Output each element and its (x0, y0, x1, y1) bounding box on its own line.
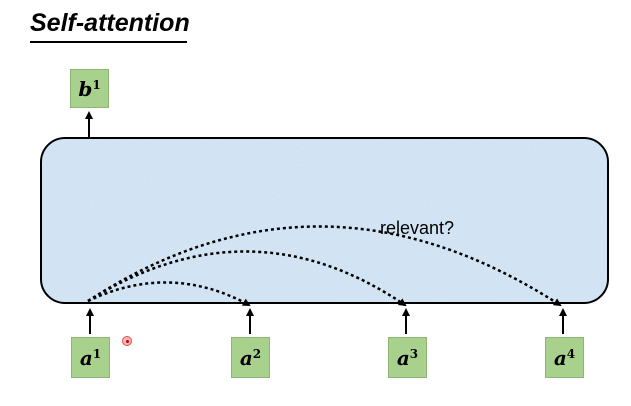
title-underline (30, 41, 187, 43)
slide-title: Self-attention (30, 9, 190, 37)
input-superscript: 4 (566, 346, 576, 361)
input-variable: a (79, 345, 93, 370)
relevance-curve-4 (87, 225, 562, 307)
relevance-curve-3 (87, 250, 407, 307)
relevance-curve-2 (87, 281, 251, 307)
input-variable: a (239, 345, 253, 370)
panel-texture (42, 139, 607, 302)
input-variable: a (553, 345, 567, 370)
output-superscript: 1 (92, 77, 101, 92)
input-superscript: 2 (252, 346, 262, 361)
laser-pointer-icon (122, 336, 132, 346)
output-variable: b (78, 76, 93, 101)
relevance-question-label: relevant? (380, 218, 455, 238)
input-variable: a (396, 345, 410, 370)
input-superscript: 1 (92, 346, 102, 361)
input-superscript: 3 (409, 346, 419, 361)
